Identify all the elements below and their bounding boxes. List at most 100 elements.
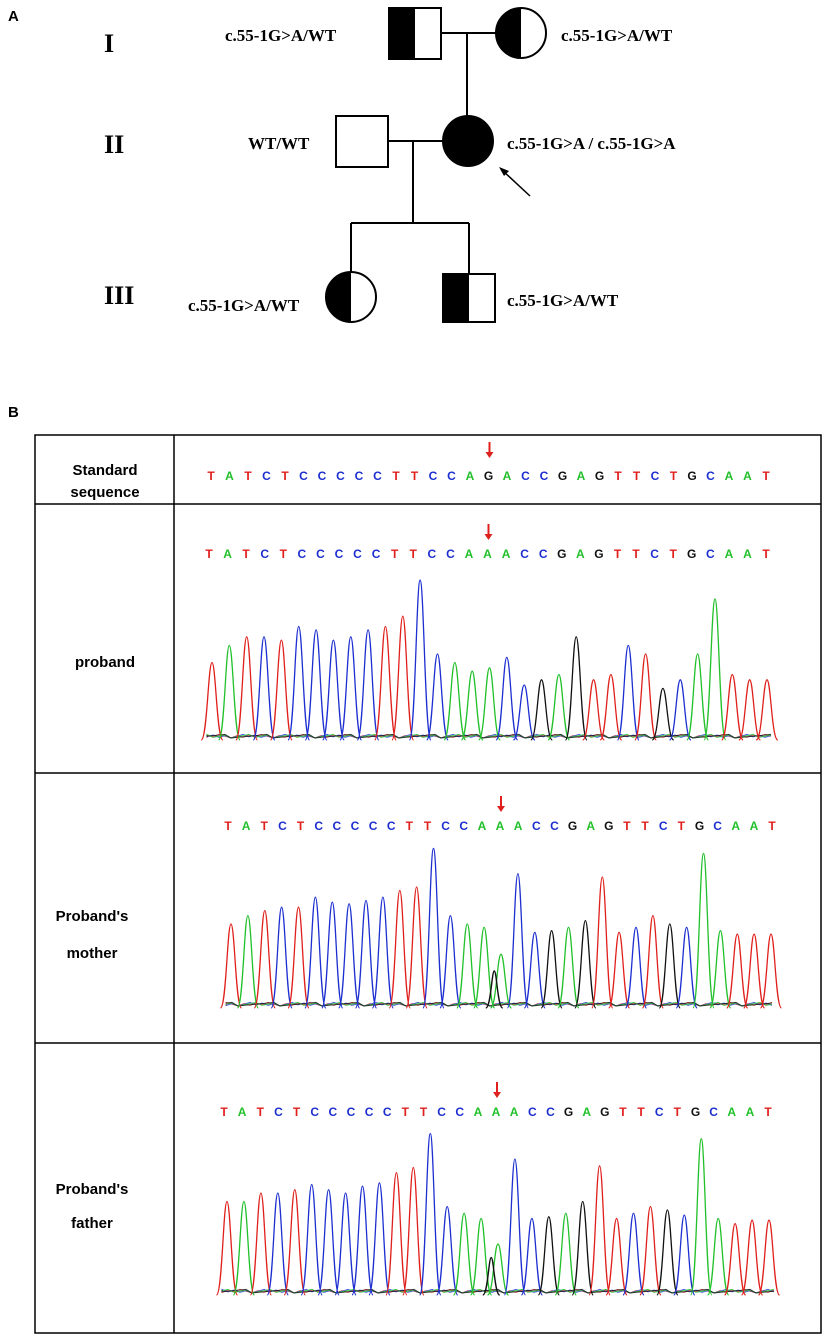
chromatogram-peak [322,639,345,741]
base-letter: A [466,469,475,483]
chromatogram-peak [371,896,394,1009]
chromatogram-peak [385,1171,408,1296]
base-letter: C [546,1105,555,1119]
chromatogram-peak [707,1217,730,1296]
base-letter: G [687,547,696,561]
chromatogram-peak [436,1205,459,1296]
chromatogram-peak [709,930,732,1009]
base-letter: G [691,1105,700,1119]
chromatogram-secondary-peak [485,970,504,1009]
chromatogram-peak [582,679,605,741]
base-letter: T [619,1105,627,1119]
base-letter: G [695,819,704,833]
chromatogram-proband-s-father [215,1132,781,1296]
base-letter: C [437,1105,446,1119]
base-letter: C [459,819,468,833]
base-letter: C [353,547,362,561]
base-letter: G [564,1105,573,1119]
base-letter: C [260,547,269,561]
chromatogram-secondary-peak [482,1256,501,1296]
base-letter: T [410,547,418,561]
base-letter: A [510,1105,519,1119]
generation-3-label: III [104,281,134,310]
chromatogram-peak [489,953,513,1009]
base-letter: T [632,547,640,561]
base-letter: T [762,469,770,483]
base-letter: C [520,547,529,561]
chromatogram-peak [478,667,501,741]
chromatogram-peak [656,1209,679,1296]
chromatogram-peak [317,1188,340,1296]
chromatogram-peak [520,1217,544,1296]
chromatogram-peak [540,930,563,1009]
chromatogram-peak [512,684,536,741]
chromatogram-peak [605,1217,628,1296]
base-letter: C [528,1105,537,1119]
pedigree-panel: A I II III [8,7,676,323]
base-letter: C [310,1105,319,1119]
chromatogram-peak [686,653,710,741]
chromatogram-peak [726,933,749,1009]
base-letter: A [582,1105,591,1119]
base-letter: C [441,819,450,833]
gen1-male-carrier-symbol [388,7,442,60]
base-letter: T [242,547,250,561]
base-letter: C [372,547,381,561]
gen3-female-genotype: c.55-1G>A/WT [188,296,300,315]
base-letter: T [633,469,641,483]
chromatogram-peak [339,636,363,741]
chromatogram-peak [486,1243,510,1296]
chromatogram-peak [283,1188,306,1296]
base-letter: T [280,547,288,561]
chromatogram-peak [547,673,571,741]
base-letter: T [623,819,631,833]
base-letter: C [383,1105,392,1119]
base-letter: C [262,469,271,483]
base-letter: A [496,819,505,833]
base-letter: C [278,819,287,833]
chromatogram-peak [703,598,727,741]
chromatogram-peak [624,926,648,1009]
chromatogram-peak [723,1222,747,1296]
base-letter: C [365,1105,374,1119]
base-letter: G [558,469,567,483]
base-letter: T [297,819,305,833]
proband-arrow-icon [499,167,531,197]
chromatogram-peak [368,1182,391,1296]
base-letter: T [678,819,686,833]
base-letter: T [293,1105,301,1119]
base-letter: C [429,469,438,483]
base-letter: C [351,819,360,833]
base-letter: C [328,1105,337,1119]
base-letter: A [725,547,734,561]
chromatogram-peak [443,661,467,741]
chromatogram-peak [639,1205,662,1296]
chromatogram-peak [287,906,310,1009]
base-letter: A [576,547,585,561]
base-letter: C [318,469,327,483]
chromatogram-peak [236,914,259,1009]
chromatogram-peak [692,852,715,1009]
base-letter: T [762,547,770,561]
base-letter: C [355,469,364,483]
base-letter: T [244,469,252,483]
base-letter: T [224,819,232,833]
chromatogram-peak [608,931,631,1009]
base-letter: C [369,819,378,833]
chromatogram-peak [287,625,311,741]
base-letter: T [768,819,776,833]
chromatogram-peak [269,639,293,741]
chromatogram-peak [668,679,692,741]
base-letter: C [650,547,659,561]
base-letter: A [503,469,512,483]
base-letter: G [484,469,493,483]
gen2-female-affected-symbol [442,115,494,167]
chromatogram-peak [391,615,415,741]
mutation-arrow-icon [485,442,494,458]
mutation-arrow-icon [493,1082,501,1098]
base-letter: T [764,1105,772,1119]
